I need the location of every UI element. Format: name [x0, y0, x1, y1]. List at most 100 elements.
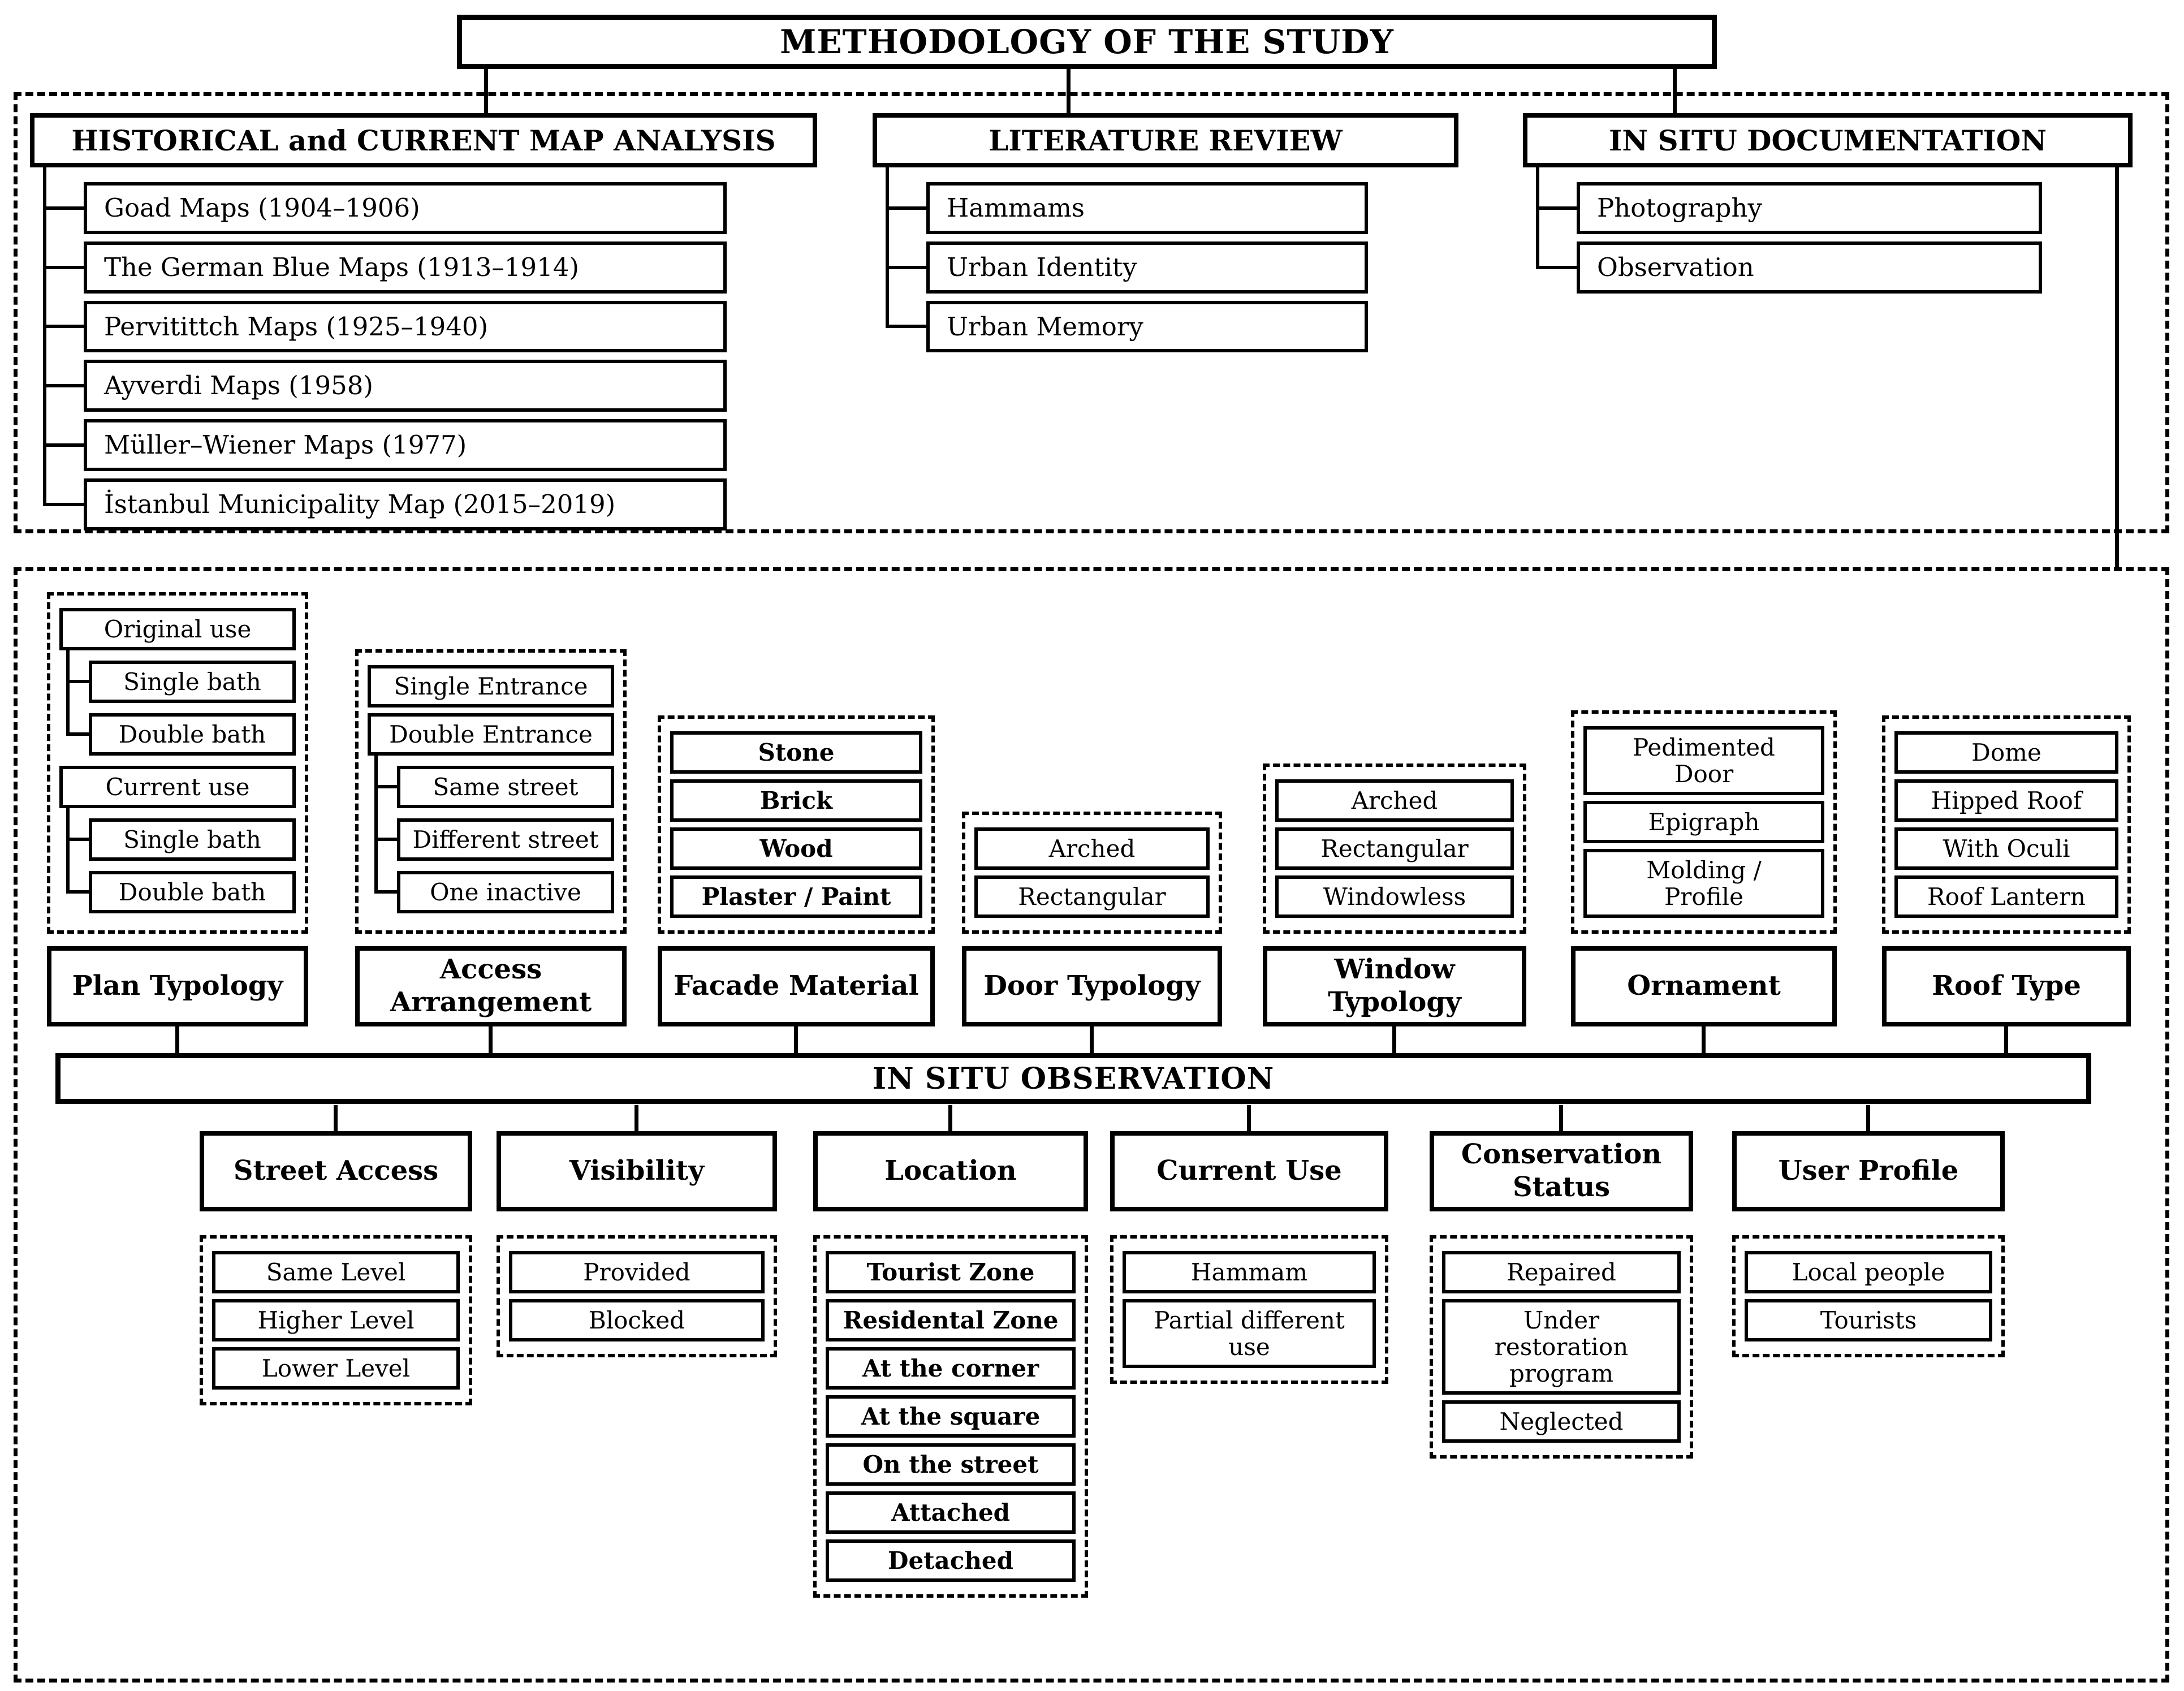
header-visibility: Visibility	[497, 1131, 777, 1211]
tree-branch: The German Blue Maps (1913–1914)	[43, 233, 727, 301]
list-item: Hipped Roof	[1894, 779, 2118, 822]
list-item: The German Blue Maps (1913–1914)	[84, 241, 727, 294]
literature-list: Hammams Urban Identity Urban Memory	[873, 167, 1458, 353]
list-item: Müller–Wiener Maps (1977)	[84, 419, 727, 471]
methods-panel: HISTORICAL and CURRENT MAP ANALYSIS Goad…	[14, 92, 2169, 533]
in-situ-observation-bar: IN SITU OBSERVATION	[55, 1053, 2091, 1104]
list-item: Blocked	[509, 1299, 765, 1342]
user-profile-options: Local people Tourists	[1732, 1235, 2005, 1358]
list-item: Neglected	[1442, 1400, 1681, 1443]
list-item: Double bath	[89, 713, 296, 756]
street-access-options: Same Level Higher Level Lower Level	[200, 1235, 472, 1406]
list-item: Rectangular	[974, 875, 1210, 918]
header-access-arrangement: Access Arrangement	[355, 946, 627, 1026]
list-item: At the square	[826, 1395, 1076, 1438]
tree-branch: Urban Identity	[886, 233, 1368, 301]
connector-title-documentation	[1673, 67, 1677, 114]
documentation-list: Photography Observation	[1523, 167, 2133, 294]
list-item: Urban Memory	[926, 300, 1368, 353]
list-item: On the street	[826, 1443, 1076, 1486]
list-item: Single bath	[89, 818, 296, 861]
group-ornament: Pedimented Door Epigraph Molding / Profi…	[1571, 710, 1837, 1054]
tree-branch: Goad Maps (1904–1906)	[43, 167, 727, 242]
list-item: Single bath	[89, 660, 296, 703]
list-item: Brick	[670, 779, 922, 822]
list-item: İstanbul Municipality Map (2015–2019)	[84, 478, 727, 530]
list-item: Lower Level	[212, 1347, 460, 1390]
tree-parent: Single Entrance	[368, 665, 614, 708]
list-item: One inactive	[397, 870, 614, 913]
tree-branch: Double bath	[66, 702, 299, 756]
tree-parent: Current use	[59, 765, 296, 808]
section-connector-line	[2115, 166, 2119, 569]
header-window-typology: Window Typology	[1263, 946, 1526, 1026]
group-access-arrangement: Single Entrance Double Entrance Same str…	[355, 649, 627, 1054]
group-visibility: Visibility Provided Blocked	[497, 1105, 777, 1358]
list-item: Arched	[1275, 779, 1514, 822]
group-conservation-status: Conservation Status Repaired Under resto…	[1430, 1105, 1693, 1459]
map-analysis-list: Goad Maps (1904–1906) The German Blue Ma…	[30, 167, 817, 530]
header-roof-type: Roof Type	[1882, 946, 2131, 1026]
ornament-options: Pedimented Door Epigraph Molding / Profi…	[1571, 710, 1837, 934]
list-item: Under restoration program	[1442, 1299, 1681, 1395]
header-plan-typology: Plan Typology	[47, 946, 308, 1026]
group-door-typology: Arched Rectangular Door Typology	[962, 811, 1222, 1054]
tree-branch: İstanbul Municipality Map (2015–2019)	[43, 470, 727, 530]
tree-branch: One inactive	[374, 860, 618, 913]
list-item: Double bath	[89, 870, 296, 913]
header-map-analysis: HISTORICAL and CURRENT MAP ANALYSIS	[30, 113, 817, 167]
column-in-situ-documentation: IN SITU DOCUMENTATION Photography Observ…	[1523, 113, 2133, 301]
tree-parent: Double Entrance	[368, 713, 614, 756]
group-current-use: Current Use Hammam Partial different use	[1110, 1105, 1388, 1384]
list-item: Same Level	[212, 1251, 460, 1294]
tree-branch: Ayverdi Maps (1958)	[43, 352, 727, 420]
group-facade-material: Stone Brick Wood Plaster / Paint Facade …	[658, 715, 935, 1054]
list-item: Provided	[509, 1251, 765, 1294]
connector-title-literature	[1067, 67, 1071, 114]
list-item: Rectangular	[1275, 827, 1514, 870]
header-location: Location	[813, 1131, 1088, 1211]
tree-children: Same street Different street One inactiv…	[364, 754, 618, 913]
list-item: Same street	[397, 765, 614, 808]
header-ornament: Ornament	[1571, 946, 1837, 1026]
tree-branch: Urban Memory	[886, 292, 1368, 353]
list-item: Epigraph	[1583, 800, 1824, 843]
tree-branch: Hammams	[886, 167, 1368, 242]
list-item: Photography	[1577, 182, 2042, 234]
list-item: Stone	[670, 731, 922, 774]
list-item: Residental Zone	[826, 1299, 1076, 1342]
tree-branch: Different street	[374, 808, 618, 872]
facade-material-options: Stone Brick Wood Plaster / Paint	[658, 715, 935, 934]
list-item: Attached	[826, 1491, 1076, 1534]
current-use-options: Hammam Partial different use	[1110, 1235, 1388, 1384]
plan-typology-options: Original use Single bath Double bath Cur…	[47, 592, 308, 934]
tree-branch: Single bath	[66, 807, 299, 872]
list-item: Observation	[1577, 241, 2042, 294]
list-item: Hammams	[926, 182, 1368, 234]
location-options: Tourist Zone Residental Zone At the corn…	[813, 1235, 1088, 1598]
window-typology-options: Arched Rectangular Windowless	[1263, 763, 1526, 934]
list-item: With Oculi	[1894, 827, 2118, 870]
tree-branch: Pervitittch Maps (1925–1940)	[43, 292, 727, 360]
list-item: Tourist Zone	[826, 1251, 1076, 1294]
list-item: Goad Maps (1904–1906)	[84, 182, 727, 234]
visibility-options: Provided Blocked	[497, 1235, 777, 1358]
tree-parent: Original use	[59, 607, 296, 650]
connector-title-map-analysis	[484, 67, 488, 114]
tree-branch: Single bath	[66, 649, 299, 713]
list-item: Higher Level	[212, 1299, 460, 1342]
list-item: Detached	[826, 1539, 1076, 1582]
tree-children: Single bath Double bath	[56, 649, 299, 756]
list-item: Wood	[670, 827, 922, 870]
tree-branch: Observation	[1536, 233, 2042, 294]
group-window-typology: Arched Rectangular Windowless Window Typ…	[1263, 763, 1526, 1054]
tree-branch: Photography	[1536, 167, 2042, 242]
group-street-access: Street Access Same Level Higher Level Lo…	[200, 1105, 472, 1406]
list-item: Urban Identity	[926, 241, 1368, 294]
column-map-analysis: HISTORICAL and CURRENT MAP ANALYSIS Goad…	[30, 113, 817, 538]
list-item: Molding / Profile	[1583, 848, 1824, 918]
group-location: Location Tourist Zone Residental Zone At…	[813, 1105, 1088, 1598]
list-item: Hammam	[1123, 1251, 1376, 1294]
list-item: Roof Lantern	[1894, 875, 2118, 918]
